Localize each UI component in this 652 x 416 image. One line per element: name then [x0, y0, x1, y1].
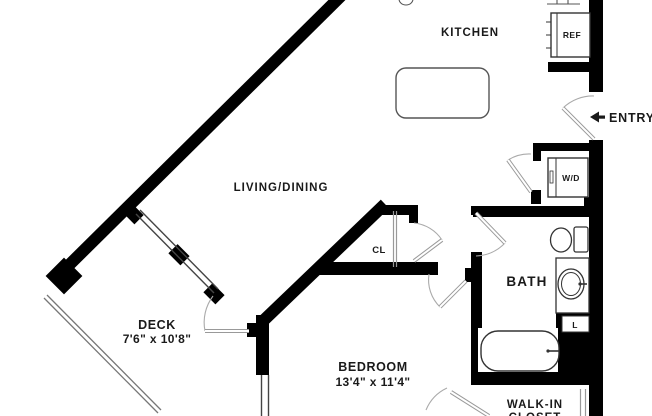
wall-end-pier: [45, 257, 83, 295]
wd-label: W/D: [562, 173, 580, 183]
bath-wall-north: [473, 206, 603, 217]
wd-wall-left-bottom: [531, 190, 541, 204]
entry-label: ENTRY: [609, 111, 652, 125]
wall-under-ref: [548, 62, 603, 72]
cl-label: CL: [372, 245, 385, 256]
deck-window-line: [139, 209, 219, 290]
walkin-label-line1: WALK-IN: [507, 399, 563, 411]
cl-wall-right-stub: [409, 205, 418, 223]
bedroom-door-corner: [465, 268, 479, 282]
wd-wall-left-top: [533, 143, 541, 161]
wall-top-right: [589, 0, 603, 92]
entry-callout: ENTRY: [590, 111, 652, 125]
deck-window-line: [135, 213, 215, 294]
bedroom-wall-diagonal: [258, 199, 390, 326]
wd-door-arc: [507, 153, 532, 161]
walkin-door-arc: [425, 387, 448, 411]
walkin-shelving: [579, 389, 587, 416]
windows: [135, 209, 270, 416]
bath-label: BATH: [506, 274, 547, 289]
bath-wall-west: [471, 252, 482, 374]
counter-cutoff: [398, 0, 580, 6]
cl-door-arc: [413, 222, 443, 241]
bedroom-label: BEDROOM: [338, 360, 407, 374]
deck-railing: [43, 294, 162, 414]
exterior-wall-diagonal: [57, 0, 346, 277]
kitchen-island: [395, 67, 490, 119]
vanity-sink: [555, 257, 590, 314]
linen-closet-box: [561, 315, 590, 333]
walkin-label-line2: CLOSET: [509, 412, 562, 416]
bathtub: [480, 330, 560, 372]
refrigerator: [546, 12, 591, 58]
living-dining-label: LIVING/DINING: [234, 182, 329, 194]
washer-dryer: [547, 157, 589, 198]
window-block-top: [122, 203, 144, 225]
ref-label: REF: [563, 30, 581, 40]
window-block-mid: [168, 244, 190, 266]
walls: [45, 0, 603, 416]
bedroom-door-arc: [428, 273, 441, 308]
fixtures: [395, 0, 591, 372]
cl-sliding-door: [392, 211, 398, 267]
bath-wall-west-stub: [471, 206, 482, 215]
wd-wall-top: [533, 143, 603, 151]
cl-wall-top: [376, 205, 418, 215]
bath-door-arc: [475, 242, 506, 257]
deck-dimensions: 7'6" x 10'8": [123, 332, 192, 346]
linen-label: L: [572, 320, 578, 330]
doors: [203, 95, 596, 416]
bedroom-dimensions: 13'4" x 11'4": [335, 375, 410, 389]
bedroom-wall-west: [256, 315, 269, 375]
entry-arrow-icon: [590, 111, 605, 123]
toilet: [549, 226, 589, 253]
bedroom-wall-north: [318, 262, 438, 275]
entry-door-arc: [562, 95, 595, 109]
walkin-wall-north: [471, 372, 597, 385]
kitchen-label: KITCHEN: [441, 27, 499, 39]
deck-label: DECK: [138, 318, 176, 332]
deck-door-arc: [203, 295, 214, 332]
